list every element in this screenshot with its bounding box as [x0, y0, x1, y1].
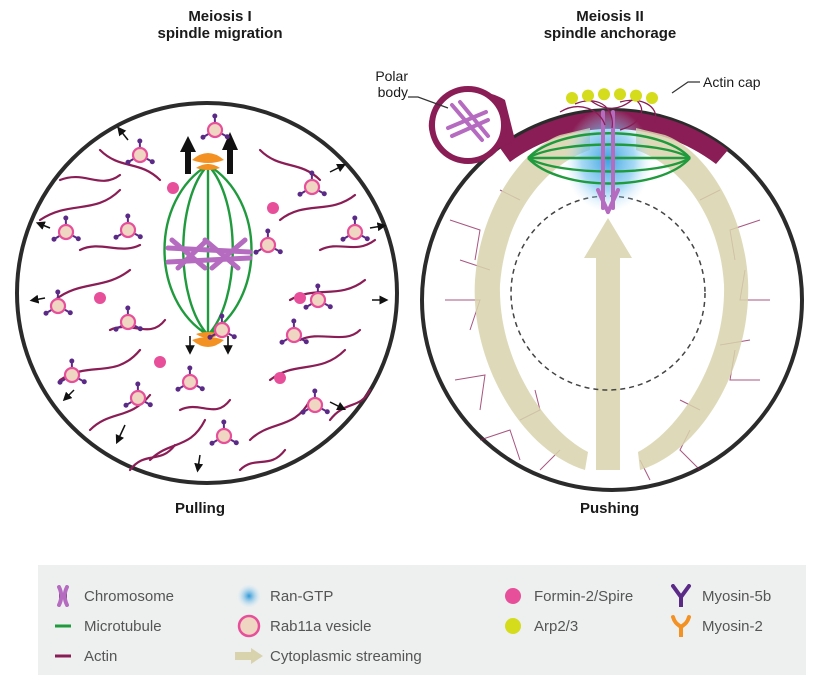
streaming-arrow-icon — [234, 645, 264, 667]
arp23-dot-icon — [498, 615, 528, 637]
arp23-dot — [582, 90, 594, 102]
ran-gtp-gradient — [564, 108, 652, 212]
myosin5b-icon — [666, 585, 696, 607]
formin-dot-icon — [498, 585, 528, 607]
legend-label-ran-gtp: Ran-GTP — [270, 588, 333, 605]
legend-item-chromosome: Chromosome — [48, 585, 174, 607]
formin-dot — [294, 292, 306, 304]
legend-label-actin: Actin — [84, 648, 117, 665]
pulling-caption: Pulling — [175, 500, 225, 517]
legend-item-myosin2: Myosin-2 — [666, 615, 763, 637]
legend-label-microtubule: Microtubule — [84, 618, 162, 635]
actin-icon — [48, 645, 78, 667]
legend-label-formin: Formin-2/Spire — [534, 588, 633, 605]
legend-label-arp23: Arp2/3 — [534, 618, 578, 635]
myosin2-icon — [666, 615, 696, 637]
rab11a-vesicle-icon — [234, 615, 264, 637]
meiosis-diagram — [0, 0, 824, 560]
arp23-dot — [614, 88, 626, 100]
legend-label-rab11a: Rab11a vesicle — [270, 618, 371, 635]
formin-dot — [154, 356, 166, 368]
legend-label-streaming: Cytoplasmic streaming — [270, 648, 422, 665]
legend-item-microtubule: Microtubule — [48, 615, 162, 637]
legend-item-streaming: Cytoplasmic streaming — [234, 645, 422, 667]
legend-label-myosin5b: Myosin-5b — [702, 588, 771, 605]
polar-body-label-line2: body — [360, 84, 408, 100]
arp23-dot — [566, 92, 578, 104]
arp23-dot — [630, 90, 642, 102]
formin-dot — [167, 182, 179, 194]
actin-cap-label: Actin cap — [703, 74, 761, 90]
legend-item-actin: Actin — [48, 645, 117, 667]
formin-dot — [274, 372, 286, 384]
polar-body-label-line1: Polar — [360, 68, 408, 84]
legend-panel: Chromosome Microtubule Actin Ran-GTP Rab… — [38, 565, 806, 675]
chromosome-icon — [48, 585, 78, 607]
ran-gtp-icon — [234, 585, 264, 607]
legend-item-rab11a: Rab11a vesicle — [234, 615, 371, 637]
legend-item-myosin5b: Myosin-5b — [666, 585, 771, 607]
formin-dot — [94, 292, 106, 304]
legend-item-arp23: Arp2/3 — [498, 615, 578, 637]
formin-dot — [267, 202, 279, 214]
legend-label-myosin2: Myosin-2 — [702, 618, 763, 635]
arp23-dot — [598, 88, 610, 100]
arp23-dot — [646, 92, 658, 104]
polar-body-label: Polar body — [360, 68, 408, 100]
meiosis-2-cell — [422, 88, 802, 490]
legend-label-chromosome: Chromosome — [84, 588, 174, 605]
meiosis-1-cell — [17, 103, 397, 483]
legend-item-ran-gtp: Ran-GTP — [234, 585, 333, 607]
microtubule-icon — [48, 615, 78, 637]
legend-item-formin: Formin-2/Spire — [498, 585, 633, 607]
pushing-caption: Pushing — [580, 500, 639, 517]
